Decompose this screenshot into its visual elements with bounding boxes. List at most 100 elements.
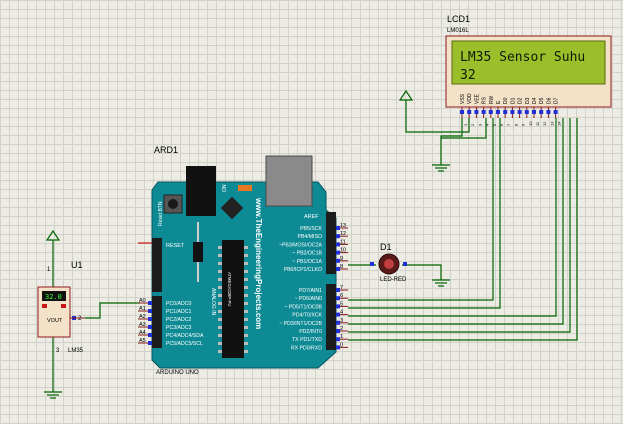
lcd-pin-number: 1 (463, 123, 468, 126)
lcd-pin-marker[interactable] (553, 110, 558, 114)
wire-d5[interactable] (348, 118, 564, 325)
digital-pin-number: 4 (340, 310, 343, 316)
lcd-pin-number: 8 (513, 123, 518, 126)
chip-leg (244, 270, 248, 273)
analog-pin-number: A1 (139, 306, 146, 312)
digital-pin-number: 5 (340, 301, 343, 307)
digital-pin-marker[interactable] (336, 329, 340, 333)
wire-d4[interactable] (348, 118, 557, 317)
arduino-ref: ARD1 (154, 145, 178, 155)
digital-pin-marker[interactable] (336, 242, 340, 247)
analog-pin-marker[interactable] (148, 309, 152, 313)
digital-pin-number: 7 (340, 285, 343, 291)
analog-pin-marker[interactable] (148, 317, 152, 321)
wire-lm35-out[interactable] (85, 302, 140, 319)
sensor-pin1: 1 (47, 267, 51, 273)
lcd-pin-marker[interactable] (510, 110, 515, 114)
diode-icon (193, 242, 203, 262)
lcd-pin-marker[interactable] (524, 110, 529, 114)
digital-pin-label: ~PB3/MOSI/OC2A (279, 242, 323, 248)
sensor-down-button[interactable] (61, 304, 66, 308)
sensor-model: LM35 (68, 348, 84, 354)
lcd-model: LM016L (447, 28, 469, 34)
chip-leg (244, 254, 248, 257)
lcd-pin-label: RS (482, 96, 488, 104)
led-pin-a (370, 262, 374, 266)
wire-rs[interactable] (441, 118, 487, 139)
chip-leg (218, 350, 222, 353)
wire-d7[interactable] (348, 118, 578, 341)
chip-leg (244, 326, 248, 329)
digital-pin-marker[interactable] (336, 250, 340, 255)
digital-pin-marker[interactable] (336, 288, 340, 292)
analog-pin-marker[interactable] (148, 341, 152, 345)
wire-vdd[interactable] (405, 100, 470, 133)
wire-vss[interactable] (440, 118, 463, 165)
lcd-pin-marker[interactable] (546, 110, 551, 114)
lm35-sensor[interactable]: U1 1 32.0 VOUT 2 3 LM35 (37, 260, 85, 354)
lcd-pin-marker[interactable] (532, 110, 536, 114)
chip-leg (218, 294, 222, 297)
analog-pin-label: PC1/ADC1 (166, 309, 191, 315)
analog-pin-marker[interactable] (148, 325, 152, 329)
on-led-icon (238, 185, 252, 191)
lcd-pin-number: 7 (506, 123, 511, 126)
digital-pin-marker[interactable] (336, 258, 340, 263)
lcd-pin-label: D6 (546, 97, 552, 104)
led-red[interactable]: D1 LED-RED (370, 242, 407, 283)
chip-leg (218, 286, 222, 289)
analog-pin-label: PC0/ADC0 (166, 301, 191, 307)
wire-d6[interactable] (348, 118, 571, 333)
chip-leg (244, 262, 248, 265)
atmega-chip (222, 240, 244, 358)
digital-pin-marker[interactable] (336, 337, 340, 342)
lcd-pin-number: 3 (477, 123, 482, 126)
chip-leg (244, 318, 248, 321)
digital-pin-marker[interactable] (336, 234, 340, 239)
lcd-pin-marker[interactable] (496, 110, 500, 114)
digital-pin-marker[interactable] (336, 320, 340, 325)
digital-pin-marker[interactable] (336, 345, 340, 350)
analog-pin-marker[interactable] (148, 301, 152, 305)
digital-pin-label: PB0/ICP1/CLKO (284, 267, 322, 273)
digital-pin-marker[interactable] (336, 296, 340, 301)
digital-pin-label: PD7/AIN1 (299, 288, 322, 294)
digital-pin-number: 12 (340, 231, 346, 237)
digital-pin-marker[interactable] (336, 267, 340, 271)
lcd-pin-marker[interactable] (517, 110, 522, 114)
digital-pin-label: ~ PB2/OC1B (292, 251, 322, 257)
chip-leg (244, 246, 248, 249)
chip-label: ATMEGA328P-PU (227, 272, 232, 306)
digital-pin-marker[interactable] (336, 304, 340, 309)
reset-btn-label: Reset BTN (158, 201, 164, 226)
sensor-pin3: 3 (56, 348, 60, 354)
lcd-module[interactable]: LCD1 LM016L LM35 Sensor Suhu 32 VSS1VDD2… (445, 14, 612, 126)
wire-rw[interactable] (348, 118, 494, 301)
lcd-pin-marker[interactable] (539, 110, 544, 114)
lcd-pin-number: 4 (485, 123, 490, 126)
arduino-uno[interactable]: ARD1 Reset BTN ON ANALOG IN ATMEGA328P-P… (138, 145, 348, 376)
lcd-pin-marker[interactable] (474, 110, 479, 114)
lcd-pin-marker[interactable] (460, 110, 464, 114)
power-jack-icon (186, 166, 216, 216)
sensor-display (42, 291, 66, 301)
wire-led-cathode[interactable] (402, 264, 442, 280)
wire-e[interactable] (348, 118, 501, 309)
lcd-pin-marker[interactable] (503, 110, 508, 114)
chip-leg (244, 350, 248, 353)
digital-pin-marker[interactable] (336, 312, 340, 317)
power-symbols (44, 89, 450, 399)
digital-pin-marker[interactable] (336, 226, 340, 230)
lcd-pin-marker[interactable] (488, 110, 493, 114)
sensor-up-button[interactable] (42, 304, 47, 308)
lcd-pin-marker[interactable] (467, 110, 472, 114)
reset-pin-label: RESET (166, 243, 185, 249)
lcd-pin-label: D0 (503, 97, 509, 104)
analog-pin-number: A0 (139, 298, 146, 304)
analog-pin-marker[interactable] (148, 333, 152, 337)
lcd-pin-marker[interactable] (481, 110, 486, 114)
